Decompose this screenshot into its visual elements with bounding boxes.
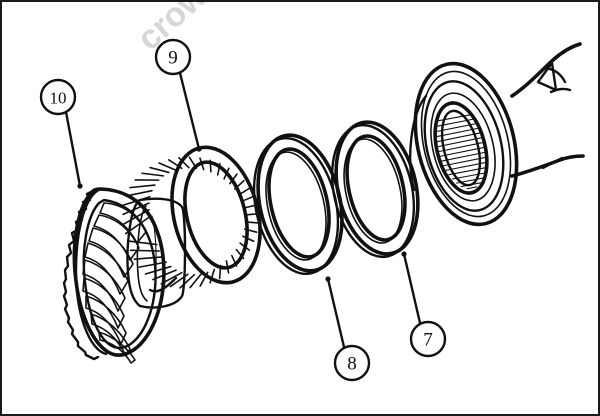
bearing-race-shoulder <box>423 80 505 212</box>
gear-back-rim <box>74 187 108 356</box>
housing-upper-stroke <box>510 42 582 98</box>
callout-9-leader <box>178 71 201 151</box>
bearing-outer-race <box>413 61 519 227</box>
part-spiral-bevel-ring-gear <box>62 187 187 364</box>
callout-7-label: 7 <box>423 330 433 351</box>
callout-10[interactable]: 10 <box>39 78 83 189</box>
bearing9-back-arc <box>148 276 178 293</box>
bearing-race-shoulder-2 <box>430 92 496 202</box>
washer8-bore <box>267 147 331 259</box>
callout-10-circle[interactable] <box>39 78 77 116</box>
callout-8-leader <box>326 277 346 349</box>
callout-7-leader-dot <box>401 251 407 257</box>
washer7-bore <box>345 134 407 242</box>
gear-spiral-teeth <box>82 202 147 364</box>
bearing-race-highlight <box>409 94 428 192</box>
gear-body-outline <box>72 187 166 357</box>
part-thrust-washer-inner <box>330 120 420 259</box>
callout-7-circle[interactable] <box>409 320 447 358</box>
housing-triangle-2 <box>549 87 572 94</box>
gear-rim-teeth <box>62 189 100 361</box>
callout-7-leader <box>402 252 422 325</box>
callout-10-leader-dot <box>77 183 83 189</box>
gear-hub-junction <box>151 215 157 306</box>
callout-8-label: 8 <box>347 354 357 375</box>
callout-10-leader <box>64 110 82 188</box>
bearing-rollers <box>434 114 486 190</box>
gear-hub-inner-line <box>136 205 148 302</box>
callout-9[interactable]: 9 <box>154 38 202 152</box>
housing-triangle-1 <box>536 61 558 92</box>
callout-7[interactable]: 7 <box>401 251 447 358</box>
part-adjacent-housing-fragment <box>510 42 585 178</box>
callout-10-label: 10 <box>50 89 67 108</box>
bearing-outer-race-inner-line <box>420 70 512 218</box>
housing-lower-tick <box>541 156 564 170</box>
callout-8-circle[interactable] <box>333 344 371 382</box>
callout-9-label: 9 <box>168 48 178 69</box>
part-tapered-roller-bearing <box>409 61 519 227</box>
bearing-bore <box>433 101 489 195</box>
callout-8[interactable]: 8 <box>325 276 371 382</box>
callout-9-leader-dot <box>196 146 202 152</box>
washer8-bore-back <box>265 151 327 261</box>
callout-9-circle[interactable] <box>154 38 192 76</box>
washer7-outer-edge-back <box>330 123 416 259</box>
washer7-outer-edge <box>334 120 420 256</box>
washer7-bore-back <box>343 138 403 244</box>
callout-8-leader-dot <box>325 276 331 282</box>
part-caged-thrust-bearing <box>122 145 262 293</box>
